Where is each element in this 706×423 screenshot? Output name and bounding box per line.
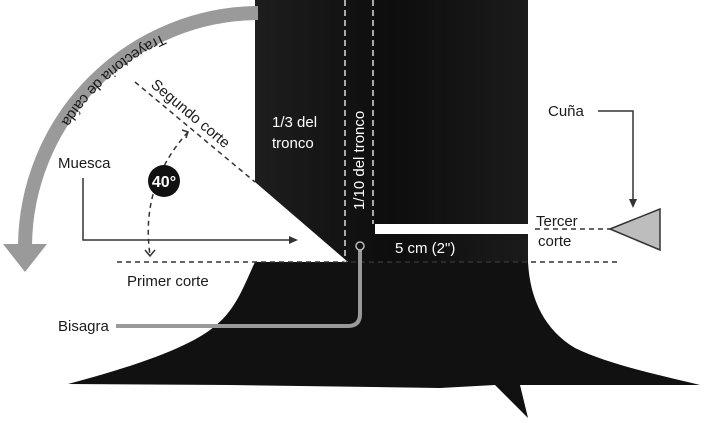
notch-pointer: [82, 178, 292, 241]
hinge-point: [355, 241, 365, 251]
angle-arc-head-top: [181, 129, 189, 139]
angle-arc-head-bottom: [144, 249, 156, 258]
notch-label: Muesca: [58, 155, 111, 172]
second-cut-label: Segundo corte: [147, 76, 233, 152]
distance-label: 5 cm (2"): [395, 240, 455, 257]
svg-text:Trayectoria de caída: Trayectoria de caída: [58, 30, 169, 130]
third-of-trunk-label-line2: tronco: [272, 135, 314, 152]
second-cut-line: [134, 81, 256, 183]
first-cut-label: Primer corte: [127, 273, 209, 290]
hinge-pointer: [116, 248, 362, 328]
trunk-stump: [68, 262, 700, 418]
third-cut-label-line1: Tercer: [536, 213, 578, 230]
third-cut-kerf: [375, 224, 535, 234]
fall-arrow: [18, 6, 259, 246]
wedge-pointer-head: [629, 199, 637, 208]
tenth-of-trunk-label: 1/10 del tronco: [351, 111, 368, 210]
fall-path-label: Trayectoria de caída: [58, 30, 169, 130]
third-cut-label-line2: corte: [538, 233, 571, 250]
hinge-label: Bisagra: [58, 318, 110, 335]
wedge-pointer: [598, 110, 634, 202]
fall-arrow-head: [3, 244, 47, 272]
notch-pointer-head: [289, 236, 298, 244]
third-of-trunk-label-line1: 1/3 del: [272, 114, 317, 131]
wedge: [608, 207, 661, 252]
wedge-label: Cuña: [548, 103, 585, 120]
trunk-upper: [255, 0, 528, 262]
angle-label: 40°: [152, 174, 176, 191]
angle-badge: [148, 165, 180, 197]
